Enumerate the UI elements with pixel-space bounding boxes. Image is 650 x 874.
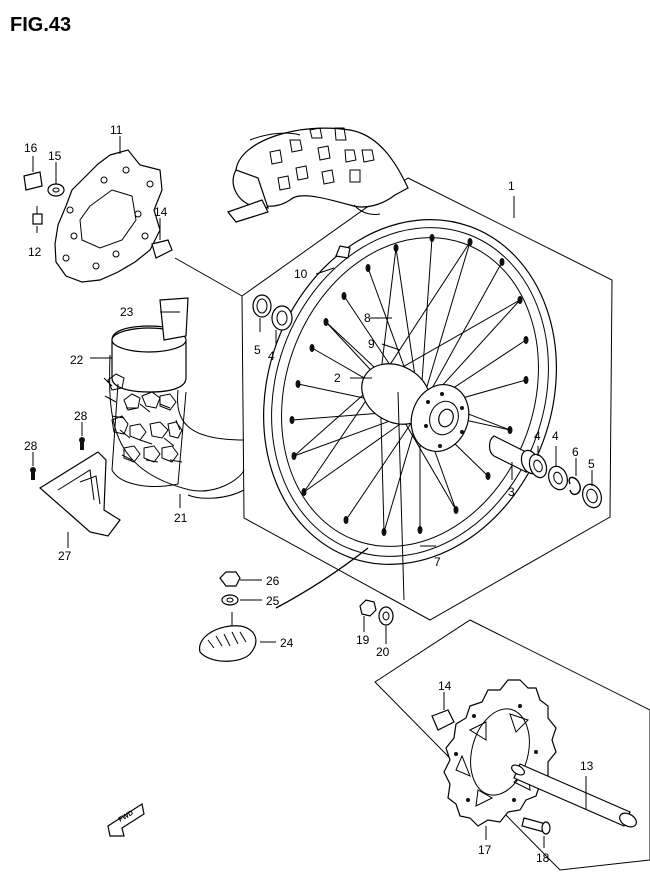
callout: 18 (536, 851, 550, 865)
wheel-assembly-frame (241, 177, 613, 621)
callout-labels: 1 2 3 4 4 4 5 5 6 7 8 9 10 11 12 13 14 1… (24, 123, 595, 865)
callout: 14 (154, 205, 168, 219)
sprocket-assembly-frame (374, 619, 650, 871)
axle-nut (359, 599, 394, 626)
right-bearings (488, 435, 603, 509)
callout: 11 (110, 123, 123, 137)
callout: 13 (580, 759, 594, 773)
rim-lock (199, 571, 257, 662)
rear-sprocket (443, 679, 557, 827)
callout: 4 (552, 429, 559, 443)
callout: 8 (364, 311, 371, 325)
callout: 15 (48, 149, 62, 163)
callout: 28 (24, 439, 38, 453)
callout: 3 (508, 485, 515, 499)
callout: 2 (334, 371, 341, 385)
callout: 4 (534, 429, 541, 443)
callout: 21 (174, 511, 188, 525)
disc-hardware (23, 171, 173, 259)
callout: 12 (28, 245, 42, 259)
inner-tube (103, 297, 189, 487)
callout: 16 (24, 141, 38, 155)
callout: 14 (438, 679, 452, 693)
callout: 7 (434, 555, 441, 569)
callout: 25 (266, 594, 280, 608)
brake-disc (54, 149, 163, 283)
callout: 28 (74, 409, 88, 423)
rear-tire (109, 127, 409, 499)
figure-title: FIG.43 (10, 14, 71, 36)
leader-lines (32, 136, 593, 848)
callout: 27 (58, 549, 72, 563)
callout: 4 (268, 349, 275, 363)
rim-band (275, 547, 369, 609)
callout: 19 (356, 633, 370, 647)
callout: 17 (478, 843, 492, 857)
leader-line (174, 257, 243, 297)
rear-wheel (263, 219, 557, 565)
callout: 6 (572, 445, 579, 459)
callout: 20 (376, 645, 390, 659)
callout: 5 (588, 457, 595, 471)
callout: 26 (266, 574, 280, 588)
sprocket-bolt (521, 817, 551, 835)
callout: 10 (294, 267, 308, 281)
callout: 22 (70, 353, 84, 367)
rear-axle (511, 763, 637, 828)
disc-guard (30, 437, 121, 537)
callout: 5 (254, 343, 261, 357)
callout: 23 (120, 305, 134, 319)
forward-direction-indicator: FWD (107, 803, 145, 837)
sprocket-collar (431, 709, 455, 731)
callout: 9 (368, 337, 375, 351)
callout: 24 (280, 636, 294, 650)
callout: 1 (508, 179, 515, 193)
left-bearings (252, 294, 293, 331)
